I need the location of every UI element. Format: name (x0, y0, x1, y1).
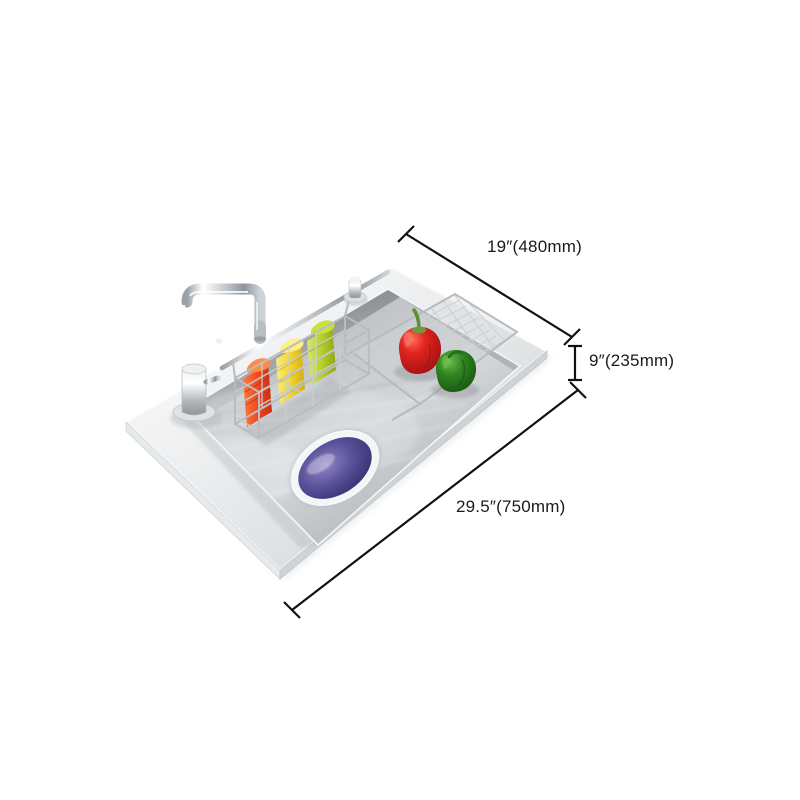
dimension-line-length (283, 381, 587, 619)
width-line (405, 233, 573, 338)
fitting-stem (348, 278, 362, 299)
drain-strainer (288, 428, 382, 508)
red-pepper-lobe-line (423, 343, 432, 369)
red-pepper-highlight (403, 332, 413, 347)
drain-highlight (306, 453, 335, 475)
dimension-label-length: 29.5″(750mm) (456, 497, 566, 516)
green-pepper-highlight (441, 355, 451, 369)
dimension-line-width (397, 225, 581, 346)
deck-right-edge (279, 350, 548, 580)
faucet-arch (181, 283, 266, 336)
drain-rim-highlight (290, 430, 380, 506)
wire-cutlery-basket (231, 299, 372, 446)
bell-pepper-red (394, 308, 446, 381)
pepper-slices-red (243, 358, 272, 427)
rack-front-arm (391, 403, 421, 421)
length-cap-end (569, 381, 587, 399)
dimension-label-width: 19″(480mm) (487, 237, 582, 256)
basket-horizontal-wires (234, 329, 370, 433)
width-cap-end (563, 328, 581, 346)
width-cap-start (397, 225, 415, 243)
basket-hook-left (231, 361, 237, 379)
basket-shadow (243, 378, 352, 446)
deck-fitting (343, 276, 368, 306)
dimension-line-depth (568, 344, 582, 382)
green-pepper-lobe-line (458, 359, 466, 386)
length-line (291, 389, 579, 611)
drain-basket (298, 437, 372, 499)
gooseneck-faucet (170, 283, 266, 429)
lever-cap (215, 338, 223, 344)
lever-arm (203, 375, 221, 385)
fitting-top (349, 276, 361, 282)
dimension-annotations (283, 225, 587, 619)
length-cap-start (283, 601, 301, 619)
green-pepper-stem (447, 350, 464, 359)
basin-left-shading (176, 409, 318, 548)
bell-pepper-green (431, 349, 479, 398)
basket-vertical-wires (261, 332, 341, 421)
dimension-label-depth: 9″(235mm) (589, 351, 675, 370)
red-pepper-stem (412, 308, 421, 330)
rack-frame (350, 292, 519, 406)
red-pepper-calyx (412, 326, 426, 334)
faucet-arch-highlight (189, 291, 248, 297)
faucet-lever-handle[interactable] (203, 338, 223, 385)
faucet-aerator (254, 336, 266, 342)
